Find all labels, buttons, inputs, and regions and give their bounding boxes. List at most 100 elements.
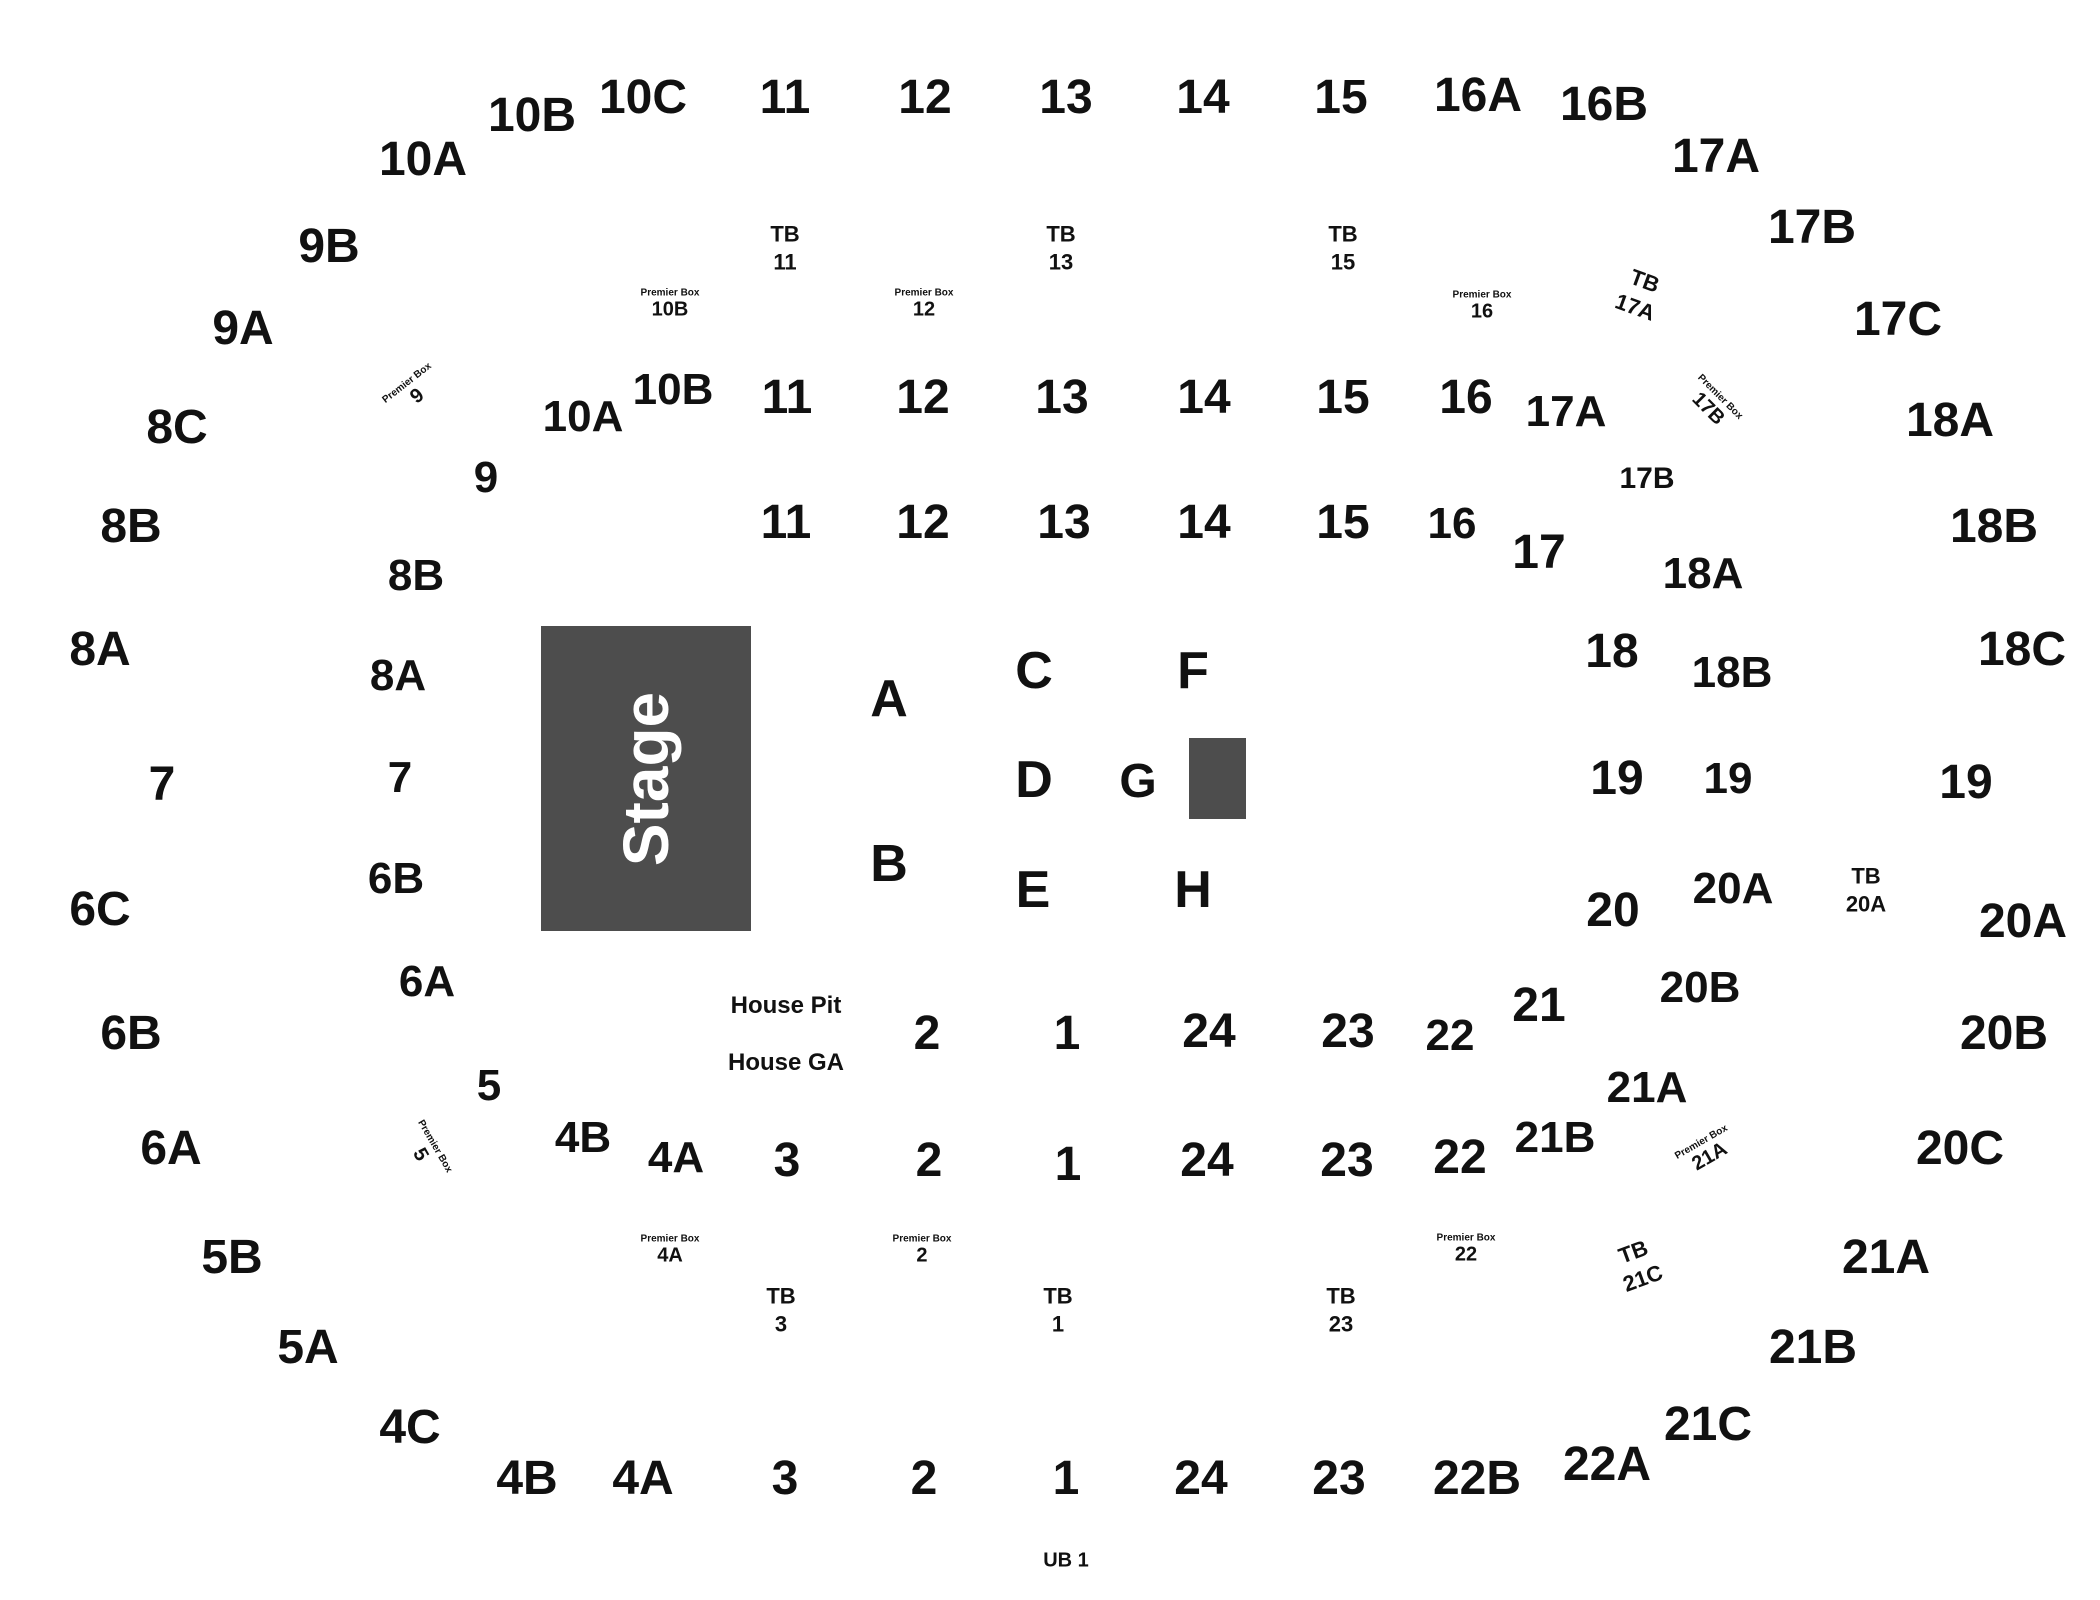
section-mid-10b[interactable]: 10B [632,365,714,414]
section-inner-21[interactable]: 21 [1512,979,1566,1032]
section-upper-22a[interactable]: 22A [1562,1438,1652,1491]
tb-box-3[interactable]: TB 3 [766,1283,795,1338]
tb-box-23[interactable]: TB 23 [1326,1283,1355,1338]
section-mid-18b[interactable]: 18B [1691,648,1773,697]
ub-section[interactable]: UB 1 [1043,1549,1089,1572]
section-mid-6b[interactable]: 6B [367,854,425,903]
premier-box-21a[interactable]: Premier Box 21A [1673,1123,1741,1181]
section-upper-8c[interactable]: 8C [146,401,208,454]
section-upper-17a[interactable]: 17A [1671,130,1761,183]
section-mid-2[interactable]: 2 [915,1134,943,1187]
section-upper-4b[interactable]: 4B [496,1452,558,1505]
house-pit[interactable]: House Pit [730,992,842,1019]
section-inner-2[interactable]: 2 [913,1007,941,1060]
section-inner-18[interactable]: 18 [1585,625,1639,678]
section-upper-20c[interactable]: 20C [1915,1122,2005,1175]
premier-box-17b[interactable]: Premier Box 17B [1680,372,1745,437]
section-upper-21c[interactable]: 21C [1663,1398,1753,1451]
premier-box-4a[interactable]: Premier Box 4A [641,1234,700,1266]
section-upper-20a[interactable]: 20A [1978,895,2068,948]
section-mid-20b[interactable]: 20B [1659,963,1741,1012]
section-upper-8a[interactable]: 8A [69,623,131,676]
section-upper-8b[interactable]: 8B [100,500,162,553]
premier-box-9[interactable]: Premier Box 9 [380,361,447,422]
section-upper-6b[interactable]: 6B [100,1007,162,1060]
section-upper-21a[interactable]: 21A [1841,1231,1931,1284]
floor-section-h[interactable]: H [1174,861,1212,919]
section-mid-8a[interactable]: 8A [369,651,427,700]
section-mid-10a[interactable]: 10A [542,392,624,441]
section-mid-19[interactable]: 19 [1703,754,1753,803]
section-upper-4a[interactable]: 4A [612,1452,674,1505]
section-upper-5a[interactable]: 5A [277,1321,339,1374]
section-upper-6c[interactable]: 6C [69,883,131,936]
section-mid-12[interactable]: 12 [896,371,950,424]
section-inner-14[interactable]: 14 [1177,496,1231,549]
section-upper-19[interactable]: 19 [1939,756,1993,809]
tb-box-13[interactable]: TB 13 [1046,221,1075,276]
section-upper-14[interactable]: 14 [1176,71,1230,124]
section-upper-3[interactable]: 3 [771,1452,799,1505]
floor-section-g[interactable]: G [1119,755,1157,808]
section-upper-16b[interactable]: 16B [1559,78,1649,131]
premier-box-5[interactable]: Premier Box 5 [397,1118,455,1186]
section-mid-17a[interactable]: 17A [1525,387,1607,436]
section-upper-15[interactable]: 15 [1314,71,1368,124]
section-inner-1[interactable]: 1 [1053,1007,1081,1060]
floor-section-a[interactable]: A [870,670,908,728]
tb-box-1[interactable]: TB 1 [1043,1283,1072,1338]
section-mid-13[interactable]: 13 [1035,371,1089,424]
section-upper-24[interactable]: 24 [1174,1452,1228,1505]
section-inner-22[interactable]: 22 [1425,1011,1475,1060]
section-mid-23[interactable]: 23 [1320,1134,1374,1187]
section-upper-10c[interactable]: 10C [598,71,688,124]
premier-box-10b[interactable]: Premier Box 10B [641,288,700,320]
section-upper-1[interactable]: 1 [1052,1452,1080,1505]
section-mid-21a[interactable]: 21A [1606,1063,1688,1112]
tb-box-15[interactable]: TB 15 [1328,221,1357,276]
section-inner-11[interactable]: 11 [760,496,812,549]
section-upper-22b[interactable]: 22B [1432,1452,1522,1505]
section-mid-7[interactable]: 7 [387,753,413,802]
section-mid-9[interactable]: 9 [473,453,499,502]
section-upper-7[interactable]: 7 [148,758,176,811]
section-upper-2[interactable]: 2 [910,1452,938,1505]
section-upper-16a[interactable]: 16A [1433,69,1523,122]
section-inner-24[interactable]: 24 [1182,1005,1236,1058]
section-mid-24[interactable]: 24 [1180,1134,1234,1187]
section-mid-3[interactable]: 3 [773,1134,801,1187]
floor-section-f[interactable]: F [1177,642,1209,700]
section-mid-5[interactable]: 5 [476,1061,502,1110]
floor-section-e[interactable]: E [1015,861,1051,919]
section-mid-16[interactable]: 16 [1439,371,1493,424]
section-mid-4b[interactable]: 4B [554,1113,612,1162]
section-mid-21b[interactable]: 21B [1514,1113,1596,1162]
section-upper-9b[interactable]: 9B [298,220,360,273]
section-upper-12[interactable]: 12 [898,71,952,124]
section-upper-21b[interactable]: 21B [1768,1321,1858,1374]
section-upper-18a[interactable]: 18A [1905,394,1995,447]
house-ga[interactable]: House GA [727,1049,845,1076]
floor-section-b[interactable]: B [870,835,908,893]
section-upper-4c[interactable]: 4C [379,1401,441,1454]
section-inner-15[interactable]: 15 [1316,496,1370,549]
section-mid-14[interactable]: 14 [1177,371,1231,424]
section-mid-11[interactable]: 11 [761,371,813,424]
section-mid-1[interactable]: 1 [1054,1138,1082,1191]
floor-section-c[interactable]: C [1015,642,1053,700]
section-upper-10b[interactable]: 10B [487,89,577,142]
section-inner-12[interactable]: 12 [896,496,950,549]
section-mid-15[interactable]: 15 [1316,371,1370,424]
section-inner-17[interactable]: 17 [1512,526,1566,579]
section-inner-20[interactable]: 20 [1586,884,1640,937]
section-upper-20b[interactable]: 20B [1959,1007,2049,1060]
section-mid-17b[interactable]: 17B [1619,462,1675,495]
tb-box-21c[interactable]: TB 21C [1610,1232,1667,1297]
section-upper-6a[interactable]: 6A [140,1122,202,1175]
tb-box-11[interactable]: TB 11 [770,221,799,276]
section-upper-18c[interactable]: 18C [1977,623,2067,676]
section-upper-5b[interactable]: 5B [201,1231,263,1284]
section-upper-11[interactable]: 11 [759,71,811,124]
section-inner-16[interactable]: 16 [1427,499,1477,548]
section-upper-9a[interactable]: 9A [212,302,274,355]
